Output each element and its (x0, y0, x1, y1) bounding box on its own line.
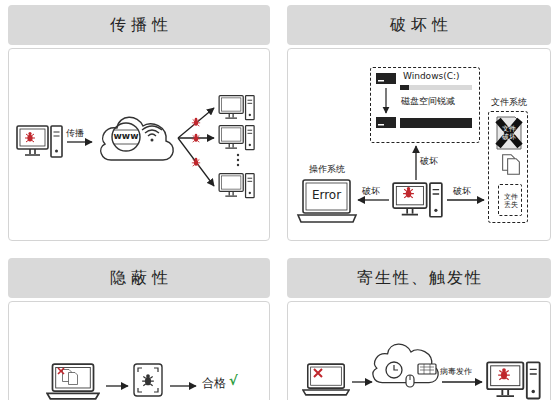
laptop-icon (303, 364, 349, 395)
disk-note: 磁盘空间锐减 (401, 96, 475, 106)
virus-bug (192, 134, 200, 142)
flow-arrow (352, 381, 372, 382)
virus-mark (58, 368, 64, 374)
wifi-icon (142, 126, 162, 136)
file-system-box: 文件系统文件破坏文件丢失 (486, 97, 532, 225)
virus-bug (192, 118, 200, 126)
flow-arrow (170, 385, 196, 386)
clock-icon (386, 362, 402, 378)
panel-heading: 隐蔽性 (8, 258, 270, 298)
category-panel: 寄生性、触发性 (287, 258, 551, 400)
keyboard-icon (418, 364, 436, 374)
damaged-file: 文件破坏 (495, 116, 523, 150)
ellipsis-dot (237, 159, 239, 161)
os-laptop: 操作系统 Error (298, 164, 356, 226)
error-text: Error (303, 189, 350, 203)
spread-arrow (178, 138, 214, 186)
flow-arrow (106, 385, 128, 386)
trigger-cloud (373, 344, 438, 382)
disk-bar-used (400, 85, 409, 90)
drive-light (378, 80, 384, 82)
infected-computer (17, 126, 62, 157)
virus-bug (498, 368, 510, 380)
damage-cross (498, 120, 520, 146)
ellipsis-dot (237, 154, 239, 156)
drive-name: Windows(C:) (403, 71, 477, 81)
file-icon (63, 370, 72, 382)
laptop-icon (47, 364, 99, 399)
scanner-corners (138, 368, 158, 392)
virus-bug (192, 158, 200, 166)
trigger-arrow (442, 381, 482, 382)
lost-file: 文件丢失 (498, 184, 522, 216)
mouse-icon (406, 375, 414, 387)
panel-heading: 破坏性 (287, 5, 551, 45)
disk-bar (400, 85, 472, 90)
panel-body (8, 301, 270, 400)
file-state: 文件丢失 (503, 193, 519, 209)
laptop-base (298, 215, 356, 222)
infected-computer (393, 183, 442, 217)
clock-hands (394, 365, 398, 370)
shrink-arrow (385, 88, 386, 113)
file-icon (503, 155, 515, 171)
file-icon (69, 373, 78, 385)
drive-icon (376, 73, 396, 84)
disk-bar-full (400, 118, 472, 128)
panel-heading: 寄生性、触发性 (287, 258, 551, 298)
file-icon (508, 159, 520, 175)
ellipsis-dot (237, 164, 239, 166)
cloud-outline (101, 117, 173, 160)
target-computer (219, 96, 254, 120)
spread-arrow (178, 137, 214, 138)
drive-icon (376, 117, 396, 128)
category-panel: 隐蔽性 (8, 258, 270, 400)
damage-arrow (415, 146, 416, 180)
laptop-heading: 操作系统 (298, 164, 356, 174)
target-computer (219, 174, 254, 198)
panel-body (287, 301, 551, 400)
globe-icon (112, 123, 140, 151)
internet-cloud: www (93, 106, 179, 168)
file-system-heading: 文件系统 (482, 97, 536, 107)
infected-computer (487, 362, 540, 398)
hidden-bug (142, 374, 154, 386)
virus-mark (314, 369, 322, 377)
spread-arrow (67, 141, 92, 142)
virus-bug (25, 132, 35, 142)
mouse-wheel (410, 375, 411, 380)
scanner-icon (134, 364, 162, 396)
keyboard-keys (420, 364, 434, 374)
globe-lines (114, 130, 138, 144)
damage-arrow (358, 199, 389, 200)
category-panel: 传播性 www (8, 5, 270, 241)
drive-light (378, 124, 384, 126)
laptop-lid (303, 180, 350, 213)
wifi-dot (151, 139, 154, 142)
damage-arrow (447, 199, 484, 200)
file-state: 文件破坏 (501, 125, 517, 141)
disk-box: Windows(C:) 磁盘空间锐减 (370, 67, 480, 143)
panel-heading: 传播性 (8, 5, 270, 45)
category-panel: 破坏性 Windows(C:) 磁盘空间锐减操作系统 Error 文件系统文件破坏文件丢… (287, 5, 551, 241)
document-outline (497, 117, 521, 149)
globe-text: www (112, 131, 140, 141)
virus-bug (403, 187, 414, 198)
target-computer (219, 126, 254, 150)
spread-arrow (178, 108, 214, 138)
